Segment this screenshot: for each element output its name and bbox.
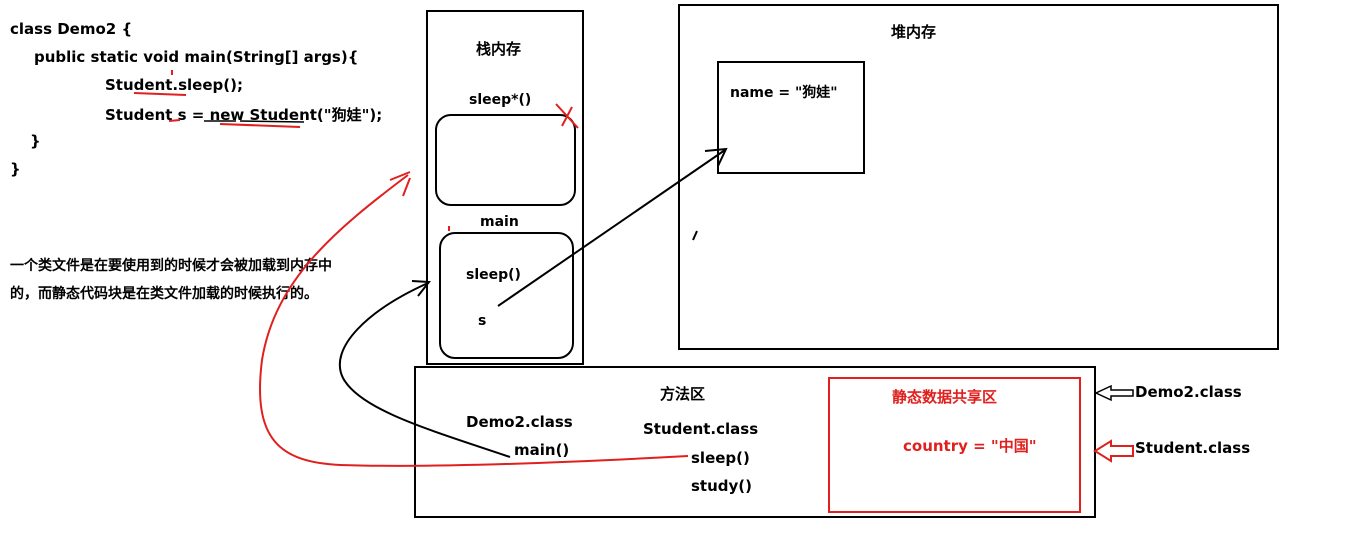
stack-frame-sleep — [435, 114, 576, 206]
explanation-line-2: 的，而静态代码块是在类文件加载的时候执行的。 — [10, 286, 318, 302]
student-study-method: study() — [691, 477, 753, 495]
side-label-demo2-class: Demo2.class — [1135, 383, 1242, 401]
code-line-close-method: } — [30, 132, 41, 150]
stack-frame-main-label: main — [480, 214, 519, 230]
code-line-static-call: Student.sleep(); — [105, 76, 243, 94]
static-data-area-title: 静态数据共享区 — [892, 388, 998, 406]
stack-frame-sleep-label: sleep*() — [469, 92, 532, 108]
student-object-field: name = "狗娃" — [730, 85, 838, 101]
student-load-arrow-icon — [1093, 439, 1134, 463]
method-area-title: 方法区 — [660, 385, 706, 403]
code-line-class: class Demo2 { — [10, 20, 133, 38]
static-call-arrowhead — [389, 171, 411, 197]
heap-memory-box — [678, 4, 1279, 350]
static-data-area-box — [828, 377, 1081, 513]
demo2-load-arrow-icon — [1094, 384, 1134, 402]
stack-frame-main-item-s: s — [478, 313, 487, 329]
side-label-student-class: Student.class — [1135, 439, 1251, 457]
demo2-class-label: Demo2.class — [466, 413, 573, 431]
stack-frame-main-item-sleep: sleep() — [466, 267, 521, 283]
code-line-main: public static void main(String[] args){ — [34, 48, 359, 66]
student-object-box — [717, 61, 865, 174]
heap-memory-title: 堆内存 — [891, 23, 937, 41]
explanation-line-1: 一个类文件是在要使用到的时候才会被加载到内存中 — [10, 258, 332, 274]
stack-memory-title: 栈内存 — [476, 40, 522, 58]
static-country-field: country = "中国" — [903, 437, 1037, 455]
code-line-close-class: } — [10, 160, 21, 178]
student-class-label: Student.class — [643, 420, 759, 438]
explanation-note: 一个类文件是在要使用到的时候才会被加载到内存中 的，而静态代码块是在类文件加载的… — [10, 252, 400, 308]
demo2-main-method: main() — [514, 441, 570, 459]
student-sleep-method: sleep() — [691, 449, 750, 467]
stack-frame-main — [439, 232, 574, 359]
code-line-new-student: Student s = new Student("狗娃"); — [105, 106, 383, 124]
